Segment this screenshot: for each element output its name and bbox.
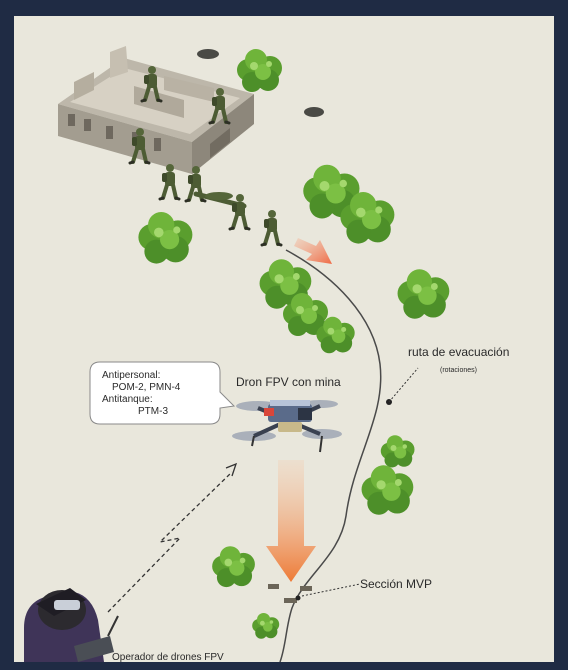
soldier-icon (260, 208, 283, 247)
callout-ap-items: POM-2, PMN-4 (112, 382, 181, 393)
evacuation-route (279, 249, 382, 662)
crater-icon (197, 49, 219, 59)
mvp-section (268, 583, 361, 603)
diagram-canvas: ruta de evacuación (rotaciones) Antipers… (14, 16, 554, 662)
bush-icon (397, 269, 450, 319)
bush-icon (361, 465, 414, 515)
mvp-label: Sección MVP (360, 577, 432, 591)
fpv-drone-icon (232, 400, 342, 453)
route-sublabel: (rotaciones) (440, 367, 477, 374)
route-label: ruta de evacuación (408, 345, 509, 359)
operator-icon (24, 588, 119, 662)
soldier-icon (228, 192, 251, 231)
arrow-icon (294, 238, 332, 264)
bush-icon (212, 546, 255, 588)
bush-icon (138, 212, 193, 264)
callout-ap-title: Antipersonal: (102, 370, 160, 381)
bush-icon (380, 435, 415, 468)
crater-icon (304, 107, 324, 117)
callout-at-items: PTM-3 (138, 406, 168, 417)
callout-at-title: Antitanque: (102, 394, 153, 405)
arrow-icon (266, 460, 316, 582)
radio-link-icon (107, 462, 238, 613)
operator-label: Operador de drones FPV (112, 652, 224, 662)
drone-label: Dron FPV con mina (236, 375, 341, 389)
bush-icon (237, 49, 282, 92)
bush-icon (252, 613, 280, 639)
mine-types-callout: Antipersonal: POM-2, PMN-4 Antitanque: P… (89, 361, 236, 425)
